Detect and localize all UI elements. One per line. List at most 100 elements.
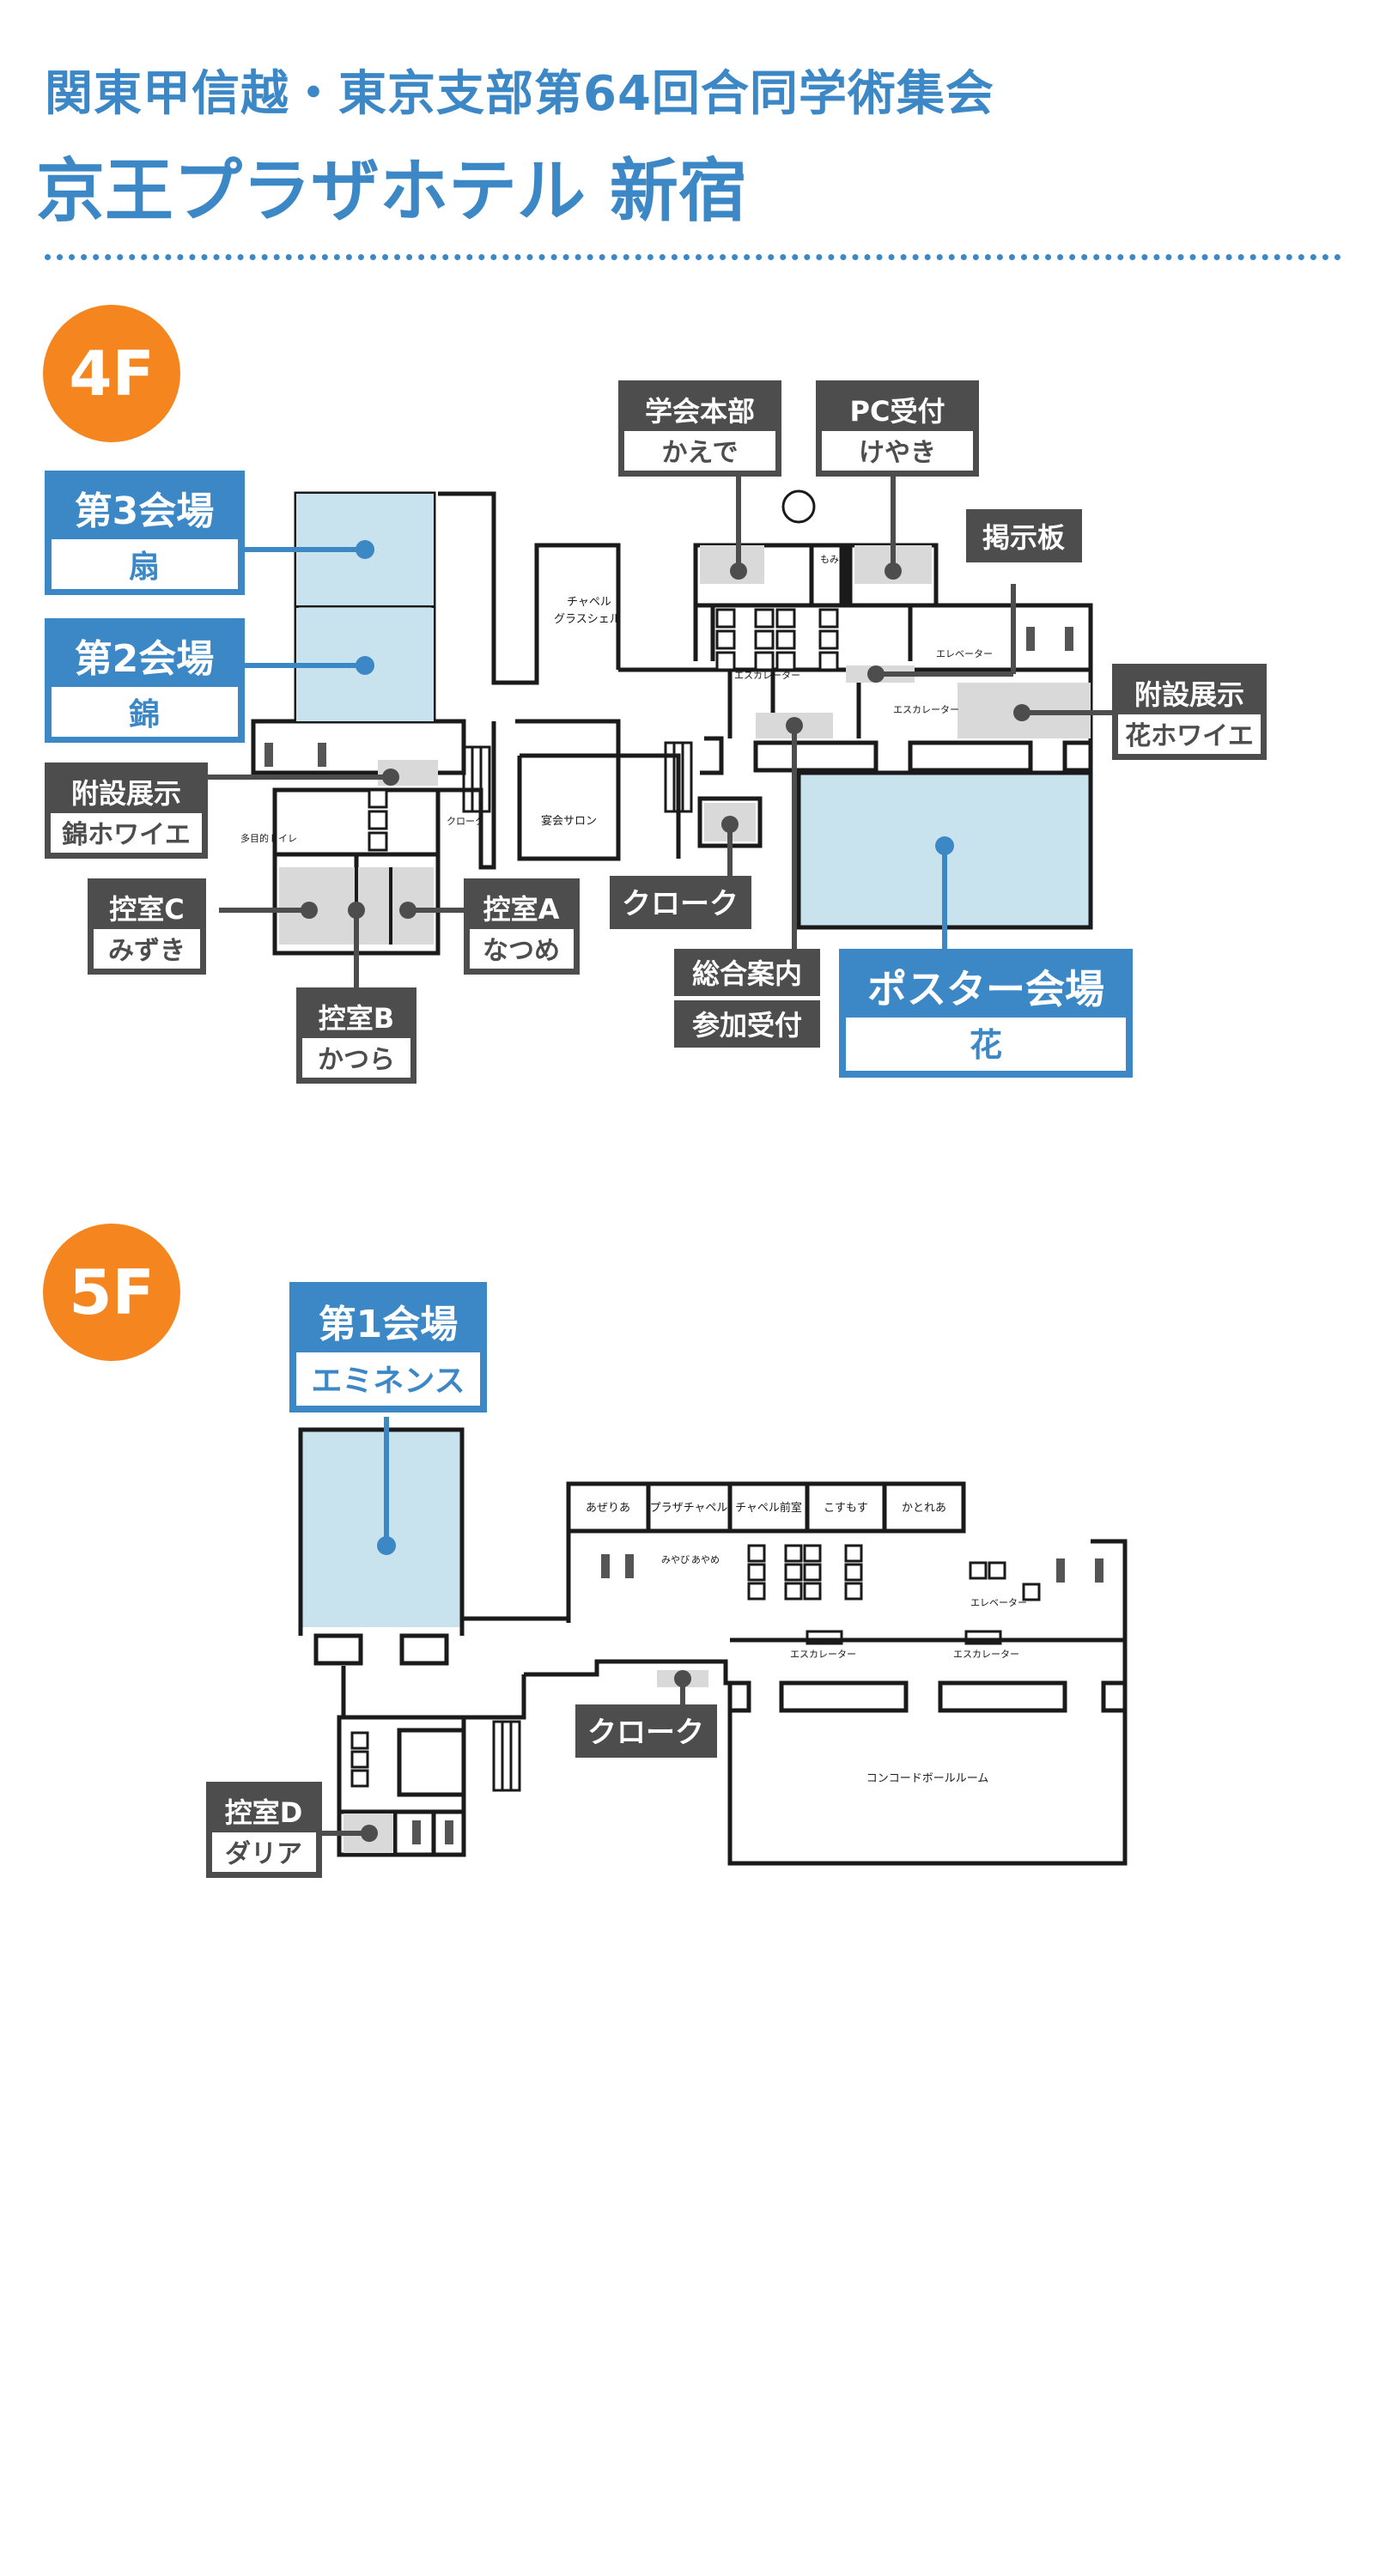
- svg-text:第1会場: 第1会場: [319, 1303, 459, 1346]
- gray-dot-cloak-5f: [674, 1670, 691, 1687]
- label-chapel-front: チャペル前室: [735, 1501, 802, 1515]
- svg-text:けやき: けやき: [859, 438, 936, 468]
- svg-text:クローク: クローク: [622, 887, 739, 921]
- toilet-icons-4f: [264, 627, 1073, 767]
- svg-text:ダリア: ダリア: [225, 1839, 302, 1869]
- svg-text:学会本部: 学会本部: [645, 395, 755, 428]
- label-reception: 参加受付: [674, 1000, 820, 1048]
- label-escalator-4f: エスカレーター: [734, 670, 800, 681]
- svg-text:錦: 錦: [129, 697, 160, 732]
- svg-text:参加受付: 参加受付: [692, 1009, 802, 1042]
- svg-text:みずき: みずき: [108, 936, 185, 966]
- restroom-icon: [1095, 1558, 1103, 1583]
- svg-text:第3会場: 第3会場: [75, 489, 215, 533]
- label-pc-reception: PC受付 けやき: [816, 380, 979, 477]
- svg-text:控室B: 控室B: [319, 1002, 394, 1035]
- elevators-4f: [368, 608, 839, 852]
- venue-title: 京王プラザホテル 新宿: [36, 151, 747, 231]
- label-elevator-4f: エレベーター: [936, 648, 993, 659]
- label-concord: コンコードボールルーム: [866, 1772, 989, 1785]
- svg-text:かえで: かえで: [661, 438, 738, 468]
- floor-5f-walls: [298, 1427, 1128, 1866]
- restroom-icon: [1065, 627, 1073, 651]
- label-wait-b: 控室B かつら: [296, 987, 416, 1084]
- header-divider: [45, 254, 1341, 260]
- gray-connectors-4f: [202, 477, 1121, 992]
- label-cloak-5f: クローク: [575, 1704, 717, 1758]
- label-escalator-5f-a: エスカレーター: [790, 1649, 856, 1660]
- label-ayame: あやめ: [691, 1554, 720, 1565]
- label-glass-shell: グラスシェル: [554, 613, 621, 626]
- label-hq: 学会本部 かえで: [618, 380, 781, 477]
- conference-title: 関東甲信越・東京支部第64回合同学術集会: [45, 66, 994, 122]
- label-multi-toilet: 多目的トイレ: [240, 832, 297, 844]
- label-elevator-5f: エレベーター: [970, 1597, 1027, 1608]
- svg-text:なつめ: なつめ: [483, 936, 560, 966]
- label-katorea: かとれあ: [902, 1502, 946, 1515]
- floor-badge-5f-text: 5F: [69, 1256, 154, 1328]
- svg-text:附設展示: 附設展示: [1134, 678, 1244, 711]
- label-cloak-4f: クローク: [610, 876, 751, 929]
- gray-dot-wait-d: [361, 1825, 378, 1842]
- stair-circle-icon: [781, 489, 816, 524]
- svg-text:控室C: 控室C: [109, 893, 185, 926]
- label-chapel: チャペル: [567, 596, 611, 609]
- restroom-icon: [445, 1820, 453, 1844]
- restroom-icon: [1056, 1558, 1065, 1583]
- escalators-4f: [462, 741, 693, 813]
- restroom-icon: [264, 743, 273, 767]
- svg-text:PC受付: PC受付: [850, 395, 945, 428]
- svg-text:掲示板: 掲示板: [982, 521, 1065, 554]
- label-wait-d: 控室D ダリア: [206, 1782, 322, 1878]
- svg-text:控室D: 控室D: [225, 1796, 303, 1829]
- label-cloak-small: クローク: [447, 816, 484, 827]
- label-info: 総合案内: [674, 949, 820, 996]
- svg-text:附設展示: 附設展示: [71, 777, 181, 810]
- blue-connectors-4f: [245, 547, 947, 966]
- label-banquet-salon: 宴会サロン: [541, 814, 597, 828]
- svg-text:エミネンス: エミネンス: [311, 1364, 465, 1399]
- label-exhibit-nishiki: 附設展示 錦ホワイエ: [45, 762, 208, 859]
- restroom-icon: [625, 1554, 634, 1578]
- label-escalator-4f-b: エスカレーター: [893, 704, 959, 715]
- svg-text:第2会場: 第2会場: [75, 637, 215, 681]
- svg-text:クローク: クローク: [587, 1716, 704, 1750]
- restroom-icon: [318, 743, 326, 767]
- label-wait-c: 控室C みずき: [88, 878, 206, 975]
- gray-dots-4f: [301, 562, 1030, 919]
- label-azalea: あぜりあ: [586, 1502, 630, 1515]
- restroom-icon: [1026, 627, 1035, 651]
- label-momiji: もみじ: [820, 554, 848, 565]
- escalators-5f: [492, 1630, 1002, 1792]
- floor-badge-4f: [43, 305, 180, 442]
- floor-badge-4f-text: 4F: [69, 337, 154, 410]
- svg-text:控室A: 控室A: [483, 893, 560, 926]
- label-hall1: 第1会場 エミネンス: [289, 1282, 487, 1413]
- label-cosmos: こすもす: [824, 1502, 868, 1515]
- label-hall2: 第2会場 錦: [45, 618, 245, 743]
- svg-text:花ホワイエ: 花ホワイエ: [1125, 721, 1254, 751]
- label-wait-a: 控室A なつめ: [464, 878, 580, 975]
- label-hall3: 第3会場 扇: [45, 471, 245, 595]
- label-escalator-5f-b: エスカレーター: [953, 1649, 1019, 1660]
- restroom-icon: [601, 1554, 610, 1578]
- label-board: 掲示板: [966, 509, 1082, 562]
- floor-5f: 5F: [43, 1224, 1128, 1878]
- svg-text:総合案内: 総合案内: [692, 957, 802, 990]
- room-hall1: [301, 1430, 462, 1627]
- label-miyabi: みやび: [661, 1554, 690, 1565]
- svg-text:かつら: かつら: [318, 1045, 395, 1075]
- toilet-icons-5f: [412, 1554, 1103, 1844]
- svg-text:扇: 扇: [129, 550, 160, 585]
- label-plaza-chapel: プラザチャペル: [650, 1502, 728, 1515]
- restroom-icon: [412, 1820, 421, 1844]
- floor-badge-5f: [43, 1224, 180, 1361]
- floor-4f: 4F: [43, 305, 1267, 1084]
- blue-dots-4f: [356, 540, 954, 855]
- label-poster-hall: ポスター会場 花: [839, 949, 1133, 1078]
- elevators-5f: [350, 1544, 1041, 1788]
- label-exhibit-hana: 附設展示 花ホワイエ: [1112, 664, 1267, 760]
- svg-text:花: 花: [970, 1026, 1002, 1064]
- blue-dot-hall1: [377, 1536, 396, 1555]
